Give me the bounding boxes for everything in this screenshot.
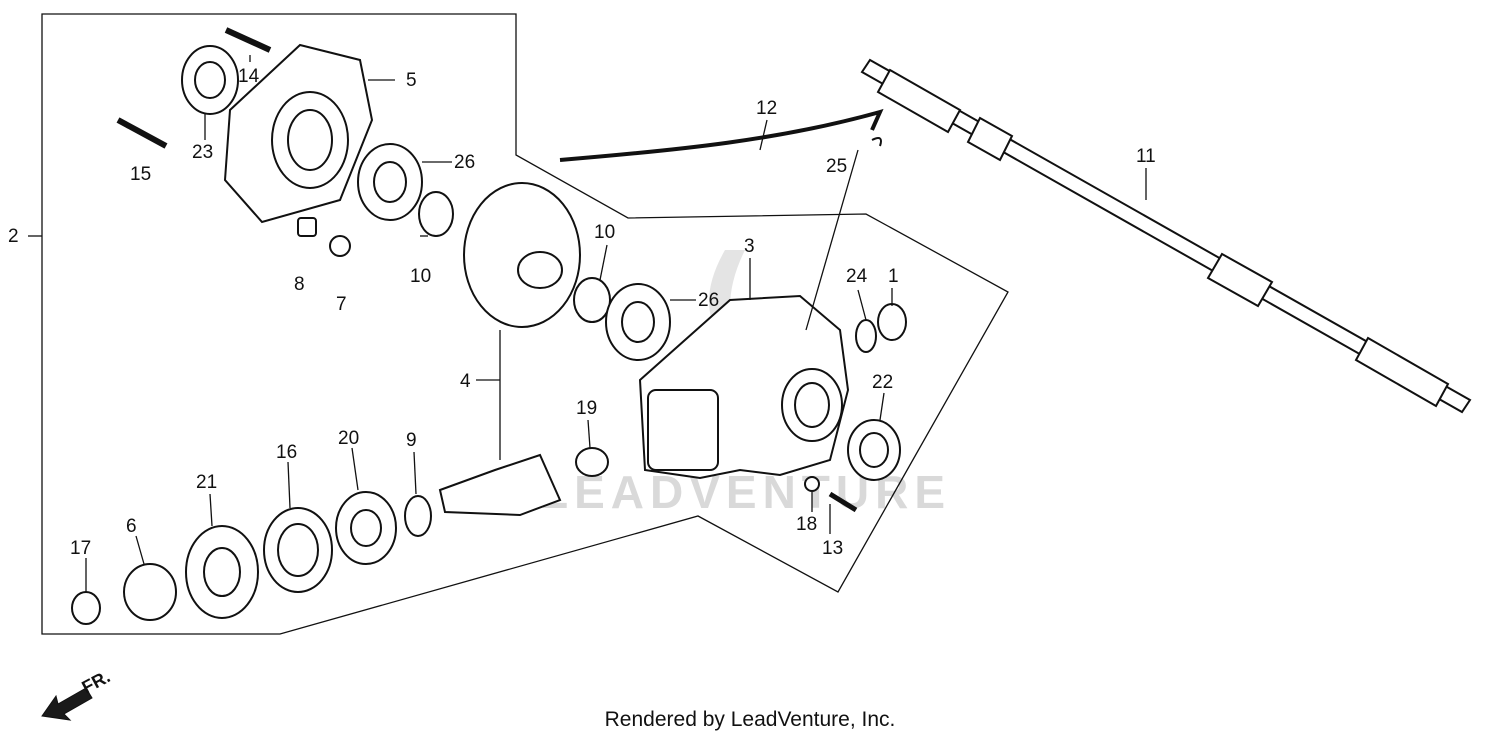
callout-16[interactable]: 16 — [276, 442, 297, 463]
callout-23[interactable]: 23 — [192, 142, 213, 163]
callout-5[interactable]: 5 — [406, 70, 417, 91]
assembly-outline — [41, 13, 1009, 635]
callout-21[interactable]: 21 — [196, 472, 217, 493]
callout-17[interactable]: 17 — [70, 538, 91, 559]
pinion-gear[interactable] — [438, 453, 562, 517]
callout-18[interactable]: 18 — [796, 514, 817, 535]
callout-14[interactable]: 14 — [238, 66, 260, 87]
bolt-14[interactable] — [224, 27, 272, 53]
callout-24[interactable]: 24 — [846, 266, 868, 287]
breather-tube[interactable] — [559, 108, 884, 162]
callout-25[interactable]: 25 — [826, 156, 847, 177]
callout-10-upper[interactable]: 10 — [410, 266, 431, 287]
callout-2[interactable]: 2 — [8, 226, 19, 247]
callout-1[interactable]: 1 — [888, 266, 899, 287]
callout-20[interactable]: 20 — [338, 428, 359, 449]
nut-17[interactable] — [71, 591, 101, 625]
axle-shaft[interactable] — [860, 58, 1472, 414]
callout-13[interactable]: 13 — [822, 538, 843, 559]
washer-18[interactable] — [804, 476, 820, 492]
callout-12[interactable]: 12 — [756, 98, 777, 119]
callout-26-lower[interactable]: 26 — [698, 290, 719, 311]
callout-3[interactable]: 3 — [744, 236, 755, 257]
callout-19[interactable]: 19 — [576, 398, 597, 419]
callout-11[interactable]: 11 — [1136, 146, 1156, 167]
gear-case-cover[interactable] — [223, 43, 374, 224]
callout-7[interactable]: 7 — [336, 294, 347, 315]
callout-22[interactable]: 22 — [872, 372, 893, 393]
ring-gear[interactable] — [463, 182, 581, 328]
clip-25[interactable] — [871, 137, 882, 147]
joint-6[interactable] — [123, 563, 177, 621]
callout-15[interactable]: 15 — [130, 164, 151, 185]
bolt-15[interactable] — [116, 117, 168, 149]
washer-8[interactable] — [297, 217, 317, 237]
bolt-13[interactable] — [828, 491, 858, 513]
callout-8[interactable]: 8 — [294, 274, 305, 295]
final-gear-case[interactable] — [638, 294, 850, 480]
bolt-7[interactable] — [329, 235, 351, 257]
footer-credit: Rendered by LeadVenture, Inc. — [604, 708, 896, 731]
shim-9[interactable] — [404, 495, 432, 537]
front-direction-arrow-icon — [41, 687, 93, 721]
callout-26-upper[interactable]: 26 — [454, 152, 475, 173]
needle-bearing-19[interactable] — [575, 447, 609, 477]
callout-10-lower[interactable]: 10 — [594, 222, 615, 243]
callout-6[interactable]: 6 — [126, 516, 137, 537]
callout-4[interactable]: 4 — [460, 371, 471, 392]
callout-9[interactable]: 9 — [406, 430, 417, 451]
cap-1[interactable] — [877, 303, 907, 341]
o-ring-24[interactable] — [855, 319, 877, 353]
shim-10-upper[interactable] — [418, 191, 454, 237]
shim-10-lower[interactable] — [573, 277, 611, 323]
